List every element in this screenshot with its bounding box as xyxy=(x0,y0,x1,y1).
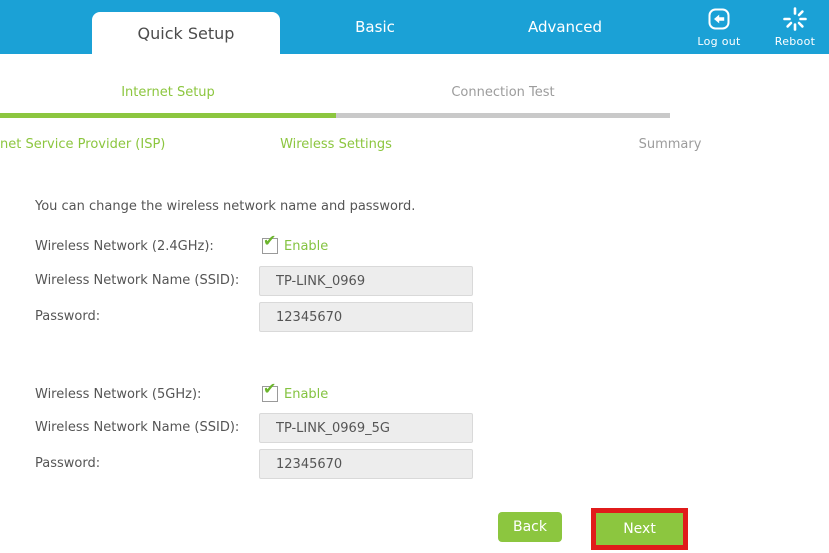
enable-2g-value-label: Enable xyxy=(284,238,329,254)
row-enable-2g: Wireless Network (2.4GHz): ✔ Enable xyxy=(35,233,329,255)
subnav-connection-test[interactable]: Connection Test xyxy=(451,85,555,100)
logout-button[interactable]: Log out xyxy=(695,5,743,48)
reboot-button[interactable]: Reboot xyxy=(771,5,819,48)
next-button-highlight-box: Next xyxy=(591,508,688,550)
intro-text: You can change the wireless network name… xyxy=(35,199,416,214)
password-2g-label: Password: xyxy=(35,309,101,324)
quick-setup-subnav: Internet Setup Connection Test xyxy=(0,82,670,104)
subnav-internet-setup[interactable]: Internet Setup xyxy=(121,85,215,100)
checkbox-box: ✔ xyxy=(262,381,278,402)
progress-bar-fill xyxy=(0,113,336,118)
tab-advanced[interactable]: Advanced xyxy=(527,18,603,36)
step-summary: Summary xyxy=(638,137,702,152)
logout-icon xyxy=(706,5,732,33)
tab-quick-setup-label: Quick Setup xyxy=(137,23,235,43)
step-wireless-settings: Wireless Settings xyxy=(280,137,392,152)
ssid-2g-input[interactable] xyxy=(259,266,473,296)
reboot-icon xyxy=(782,5,808,33)
row-ssid-2g: Wireless Network Name (SSID): xyxy=(35,266,473,296)
progress-bar xyxy=(0,113,670,118)
check-icon: ✔ xyxy=(263,379,277,398)
enable-5g-checkbox[interactable]: ✔ Enable xyxy=(262,381,329,402)
enable-5g-label: Wireless Network (5GHz): xyxy=(35,386,202,402)
tab-basic[interactable]: Basic xyxy=(355,18,395,36)
password-5g-input[interactable] xyxy=(259,449,473,479)
tab-quick-setup[interactable]: Quick Setup xyxy=(92,12,280,54)
password-2g-input[interactable] xyxy=(259,302,473,332)
wizard-steps: net Service Provider (ISP) Wireless Sett… xyxy=(0,137,829,155)
ssid-2g-label: Wireless Network Name (SSID): xyxy=(35,273,240,288)
enable-2g-label: Wireless Network (2.4GHz): xyxy=(35,238,214,254)
back-button[interactable]: Back xyxy=(498,512,562,542)
top-actions: Log out xyxy=(695,5,819,48)
next-button[interactable]: Next xyxy=(596,513,683,545)
row-password-5g: Password: xyxy=(35,449,473,479)
ssid-5g-label: Wireless Network Name (SSID): xyxy=(35,420,240,435)
checkbox-box: ✔ xyxy=(262,233,278,254)
enable-2g-checkbox[interactable]: ✔ Enable xyxy=(262,233,329,254)
logout-label: Log out xyxy=(697,35,741,48)
row-enable-5g: Wireless Network (5GHz): ✔ Enable xyxy=(35,381,329,403)
password-5g-label: Password: xyxy=(35,456,101,471)
check-icon: ✔ xyxy=(263,231,277,250)
row-password-2g: Password: xyxy=(35,302,473,332)
ssid-5g-input[interactable] xyxy=(259,413,473,443)
top-navbar: Quick Setup Basic Advanced Log out xyxy=(0,0,829,54)
step-internet-service-provider: net Service Provider (ISP) xyxy=(0,137,166,152)
reboot-label: Reboot xyxy=(774,35,816,48)
enable-5g-value-label: Enable xyxy=(284,386,329,402)
row-ssid-5g: Wireless Network Name (SSID): xyxy=(35,413,473,443)
